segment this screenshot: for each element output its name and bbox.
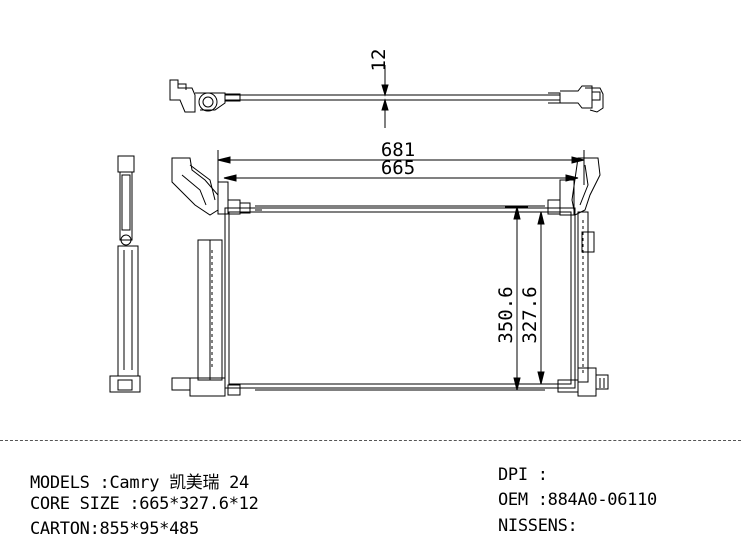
top-view bbox=[169, 65, 604, 128]
overall-width-label: 681 bbox=[381, 139, 415, 161]
core-width-label: 665 bbox=[381, 157, 415, 179]
dpi-line: DPI : bbox=[498, 465, 548, 485]
condenser-technical-drawing: 12 bbox=[109, 49, 609, 397]
core-width-dimension bbox=[223, 174, 579, 182]
overall-width-dimension bbox=[217, 150, 585, 185]
overall-height-label: 350.6 bbox=[495, 286, 517, 343]
side-view bbox=[109, 155, 141, 393]
front-view bbox=[171, 157, 609, 397]
core-height-label: 327.6 bbox=[519, 286, 541, 343]
models-line: MODELS :Camry 凯美瑞 24 bbox=[30, 473, 249, 493]
dashed-divider bbox=[0, 440, 741, 441]
core-height-dimension bbox=[530, 211, 550, 385]
overall-height-dimension bbox=[505, 206, 528, 391]
nissens-line: NISSENS: bbox=[498, 516, 578, 536]
core-size-line: CORE SIZE :665*327.6*12 bbox=[30, 494, 259, 514]
thickness-dim-label: 12 bbox=[368, 49, 390, 72]
carton-line: CARTON:855*95*485 bbox=[30, 519, 199, 539]
oem-line: OEM :884A0-06110 bbox=[498, 490, 657, 510]
